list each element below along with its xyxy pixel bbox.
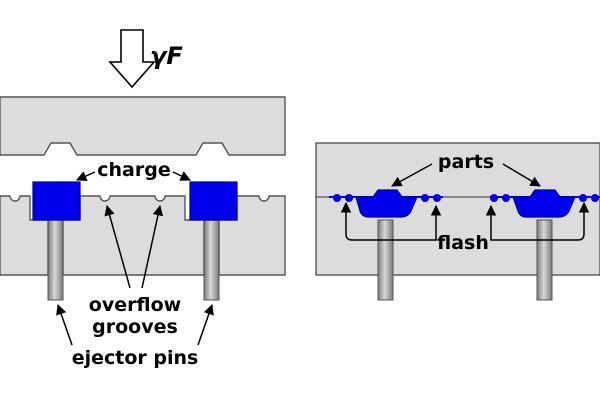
flash-bead-1 (333, 194, 341, 202)
parts-arrow-right (502, 163, 541, 187)
part-left (355, 189, 418, 218)
charge-label: charge (97, 159, 170, 181)
flash-bead-5 (490, 194, 498, 202)
ejector-pin-left-1 (47, 217, 64, 301)
closed-mold-assembly (315, 142, 600, 301)
part-right (512, 189, 576, 218)
charge-right (189, 181, 238, 221)
ejector-arrow-left (56, 304, 73, 346)
ejector-pin-right-1 (377, 219, 394, 301)
lower-mold-half (0, 195, 286, 276)
flash-label: flash (437, 232, 489, 254)
overflow-label-line2: grooves (92, 316, 178, 338)
flash-bead-2 (345, 194, 353, 202)
charge-left (32, 181, 81, 221)
flash-arrow-left (340, 201, 432, 241)
ejector-arrow-right (197, 304, 214, 346)
flash-arrow-right-inner (485, 204, 497, 241)
overflow-arrow-left (104, 204, 131, 289)
ejector-pin-left-2 (203, 217, 220, 301)
parts-arrow-left (391, 163, 433, 187)
force-arrow-icon (108, 29, 156, 89)
flash-bead-3 (421, 194, 429, 202)
charge-arrow-right (172, 171, 191, 181)
annotations (56, 163, 590, 346)
flash-bead-4 (433, 194, 441, 202)
overflow-label-line1: overflow (89, 294, 181, 316)
force-label: γF (150, 42, 183, 70)
charge-arrow-left (76, 171, 96, 181)
flash-arrow-right (495, 201, 590, 241)
open-mold-assembly: γF (0, 29, 286, 301)
label-group: charge overflow grooves ejector pins par… (72, 151, 494, 369)
parts-label: parts (438, 151, 494, 173)
flash-bead-7 (579, 194, 587, 202)
overflow-arrow-right (141, 204, 164, 289)
ejector-pins-label: ejector pins (72, 347, 199, 369)
flash-bead-8 (591, 194, 599, 202)
ejector-pin-right-2 (536, 219, 553, 301)
flash-arrow-left-inner (430, 204, 442, 241)
upper-mold-half (0, 96, 286, 156)
flash-bead-6 (502, 194, 510, 202)
